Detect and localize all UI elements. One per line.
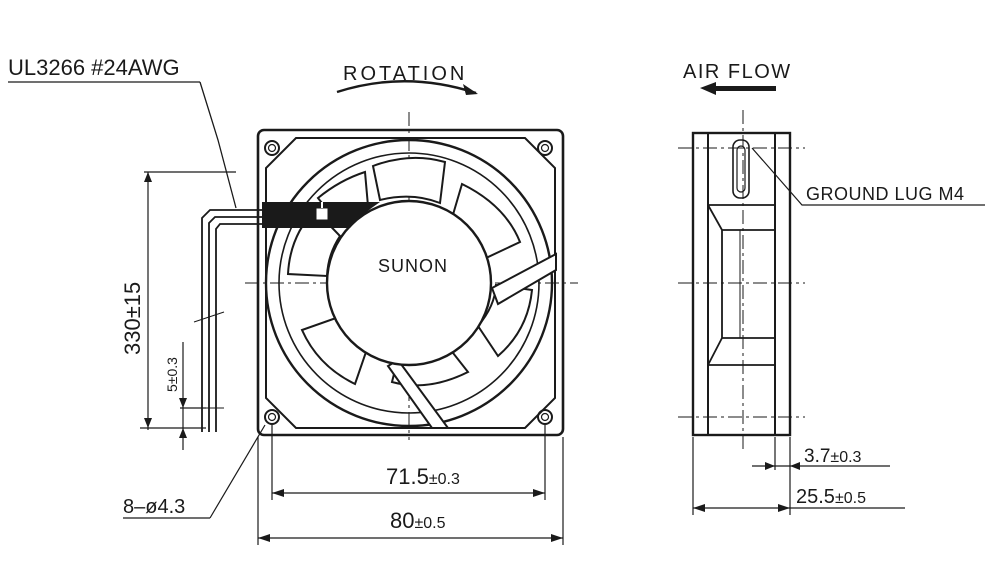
lead-wire [215, 223, 262, 432]
hole-spacing-tolerance: ±0.3 [429, 471, 460, 488]
frame-size-tolerance: ±0.5 [414, 515, 445, 532]
lead-wires [193, 209, 262, 432]
venturi-ring-outer [264, 138, 554, 428]
lead-length-label: 330±15 [120, 282, 145, 355]
svg-text:3.7±0.3: 3.7±0.3 [804, 446, 862, 467]
mount-hole-tr [537, 140, 553, 156]
strut [490, 252, 557, 306]
front-view: SUNON [245, 112, 578, 440]
flange-thickness-tolerance: ±0.3 [830, 449, 861, 466]
mount-hole-bl [264, 409, 280, 425]
fan-depth-dimension: 25.5±0.5 [692, 437, 905, 515]
ground-lug [732, 139, 750, 199]
mount-hole-br [537, 409, 553, 425]
hole-spacing-dimension: 71.5±0.3 [271, 425, 546, 500]
flange-thickness-value: 3.7 [804, 446, 830, 467]
rotation-arrow [336, 80, 477, 95]
cable-exit-notch [315, 207, 329, 221]
strip-length-dimension: 5±0.3 [164, 342, 206, 450]
brand-label: SUNON [378, 256, 448, 276]
mount-hole-tl [264, 140, 280, 156]
wire-leader-pointer [199, 81, 237, 209]
fan-hub [325, 199, 493, 367]
svg-text:71.5±0.3: 71.5±0.3 [386, 464, 460, 489]
lead-wire [201, 209, 262, 432]
mount-holes-label: 8–ø4.3 [123, 496, 185, 518]
fan-blade [371, 156, 447, 205]
airflow-label: AIR FLOW [683, 61, 792, 83]
frame-size-value: 80 [390, 508, 414, 533]
fan-frame-outer [256, 128, 565, 437]
ground-lug-leader [751, 147, 985, 206]
fan-depth-value: 25.5 [796, 486, 835, 508]
side-hub-section [707, 204, 775, 366]
fan-frame-inner [265, 137, 556, 429]
rotation-label: ROTATION [343, 63, 467, 85]
mount-holes [264, 140, 553, 425]
svg-text:25.5±0.5: 25.5±0.5 [796, 486, 866, 508]
flange-thickness-dimension: 3.7±0.3 [752, 437, 890, 470]
lead-length-dimension: 330±15 [120, 171, 236, 430]
side-frame [691, 131, 792, 437]
frame-size-dimension: 80±0.5 [257, 437, 564, 545]
fan-blades [286, 156, 534, 387]
fan-depth-tolerance: ±0.5 [835, 490, 866, 507]
ground-lug-label: GROUND LUG M4 [806, 184, 965, 204]
fan-struts [386, 252, 557, 429]
svg-text:80±0.5: 80±0.5 [390, 508, 446, 533]
lead-wire [208, 216, 262, 432]
airflow-arrow [700, 82, 776, 95]
mount-hole-callout: 8–ø4.3 [123, 424, 266, 519]
wire-spec-label: UL3266 #24AWG [8, 55, 180, 80]
hole-spacing-value: 71.5 [386, 464, 429, 489]
side-view: GROUND LUG M4 [678, 110, 985, 450]
venturi-ring-inner [278, 152, 540, 414]
rotation-arrow-head [463, 84, 478, 95]
strip-length-label: 5±0.3 [164, 357, 180, 392]
